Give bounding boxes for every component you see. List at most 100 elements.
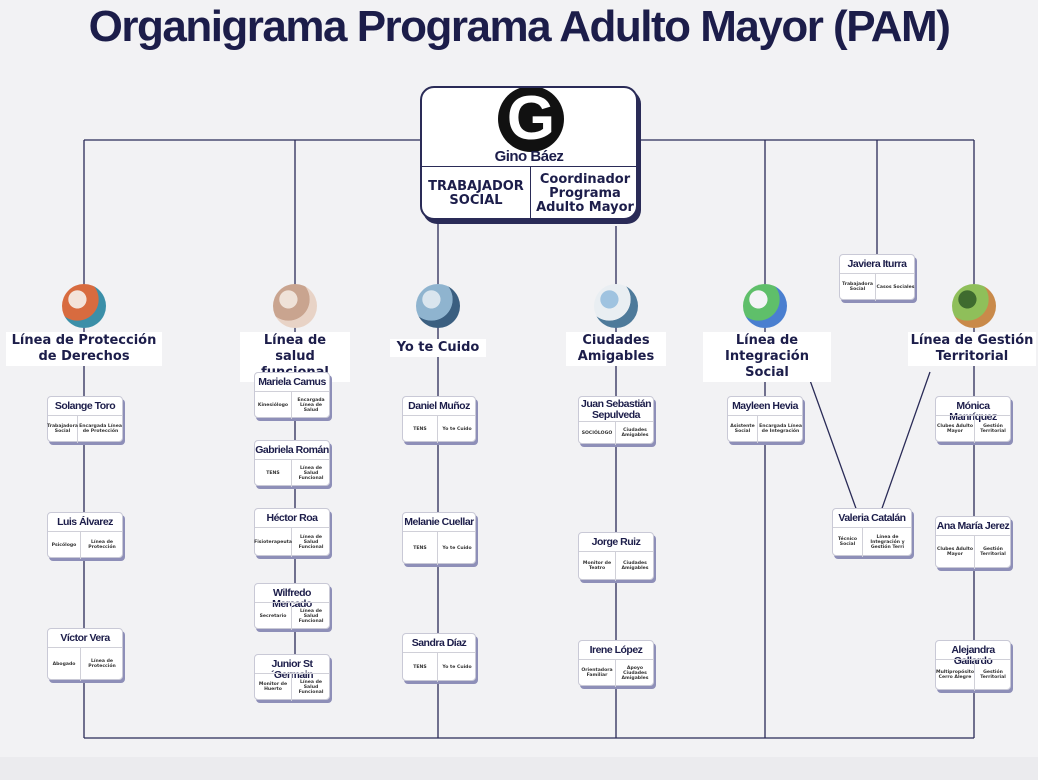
card-divider — [403, 652, 475, 653]
staff-role: Técnico Social — [837, 537, 858, 547]
card-vdivider — [974, 659, 975, 691]
staff-role: Abogado — [52, 661, 76, 667]
card-vdivider — [615, 421, 616, 445]
card-vdivider — [80, 531, 81, 559]
line-label-4: Ciudades Amigables — [566, 332, 666, 366]
puzzle-people-icon — [743, 284, 787, 328]
card-vdivider — [875, 273, 876, 301]
card-divider — [255, 391, 329, 392]
staff-name: Daniel Muñoz — [408, 400, 470, 412]
staff-line: Línea de Salud Funcional — [298, 608, 324, 624]
card-divider — [579, 421, 653, 422]
staff-role: Clubes Adulto Mayor — [937, 547, 973, 557]
staff-line: Casos Sociales — [876, 284, 915, 290]
staff-name: Víctor Vera — [60, 632, 110, 644]
card-vdivider — [291, 391, 292, 419]
card-divider — [936, 535, 1010, 536]
staff-role: Monitor de Huerto — [258, 682, 288, 692]
staff-role: Monitor de Teatro — [582, 561, 612, 571]
coordinator-card: G Gino Báez TRABAJADOR SOCIAL Coordinado… — [420, 86, 638, 220]
staff-line: Gestión Territorial — [980, 670, 1006, 680]
staff-name: Ana María Jerez — [936, 520, 1010, 532]
card-divider — [403, 531, 475, 532]
staff-line: Línea de Protección — [88, 540, 116, 550]
line-label-1: Línea de Protección de Derechos — [6, 332, 162, 366]
hands-circle-icon — [62, 284, 106, 328]
card-divider — [255, 459, 329, 460]
staff-role: Orientadora Familiar — [581, 668, 613, 678]
card-divider — [579, 659, 653, 660]
staff-name: Mónica Manríquez — [949, 400, 997, 423]
card-vdivider — [291, 602, 292, 630]
staff-name: Sandra Díaz — [411, 637, 467, 649]
staff-name: Alejandra Gallardo — [951, 644, 995, 667]
staff-line: Encargada Línea de Salud — [297, 397, 325, 413]
staff-role: Trabajadora Social — [47, 424, 78, 434]
staff-line: Línea de Salud Funcional — [298, 534, 324, 550]
staff-name: Mayleen Hevia — [732, 400, 798, 412]
staff-name: Héctor Roa — [266, 512, 318, 524]
line-label-5: Línea de Integración Social — [703, 332, 831, 382]
staff-name: Solange Toro — [54, 400, 116, 412]
bottom-band — [0, 757, 1038, 780]
staff-line: Línea de Protección — [88, 659, 116, 669]
staff-name: Mariela Camus — [258, 376, 326, 388]
garden-photo — [952, 284, 996, 328]
staff-name: Luis Álvarez — [57, 516, 113, 528]
card-divider — [48, 531, 122, 532]
staff-name: Juan Sebastián Sepulveda — [580, 398, 652, 421]
card-divider — [255, 673, 329, 674]
card-divider — [403, 415, 475, 416]
staff-line: Encargada Línea de Integración — [759, 424, 802, 434]
card-divider — [48, 647, 122, 648]
staff-line: Ciudades Amigables — [621, 561, 649, 571]
staff-name: Junior St´Germain — [270, 658, 314, 681]
card-vdivider — [291, 527, 292, 557]
staff-line: Gestión Territorial — [980, 547, 1006, 557]
staff-role: TENS — [266, 470, 280, 476]
card-vdivider — [80, 647, 81, 681]
line-label-6: Línea de Gestión Territorial — [908, 332, 1036, 366]
staff-role: TENS — [413, 426, 427, 432]
staff-name: Irene López — [589, 644, 643, 656]
staff-line: Yo te Cuido — [442, 426, 472, 432]
g-logo-icon: G — [498, 88, 564, 152]
staff-line: Encargada Línea de Protección — [79, 424, 122, 434]
coordinator-vdivider — [530, 166, 531, 218]
card-vdivider — [437, 415, 438, 443]
staff-role: TENS — [413, 664, 427, 670]
staff-line: Apoyo Ciudades Amigables — [621, 665, 649, 681]
coastal-city-photo — [594, 284, 638, 328]
seniors-exercise-photo — [273, 284, 317, 328]
staff-role: Psicólogo — [51, 542, 77, 548]
page-title: Organigrama Programa Adulto Mayor (PAM) — [88, 2, 951, 51]
card-divider — [579, 551, 653, 552]
coordinator-divider — [422, 166, 636, 167]
staff-role: SOCIÓLOGO — [581, 430, 613, 436]
card-vdivider — [974, 535, 975, 569]
staff-name: Gabriela Román — [255, 444, 329, 456]
coordinator-name: Gino Báez — [494, 148, 564, 165]
staff-name: Jorge Ruiz — [591, 536, 641, 548]
card-divider — [728, 415, 802, 416]
staff-line: Yo te Cuido — [442, 545, 472, 551]
card-vdivider — [974, 415, 975, 443]
card-vdivider — [291, 459, 292, 487]
card-vdivider — [757, 415, 758, 443]
card-divider — [255, 602, 329, 603]
staff-line: Gestión Territorial — [980, 424, 1006, 434]
